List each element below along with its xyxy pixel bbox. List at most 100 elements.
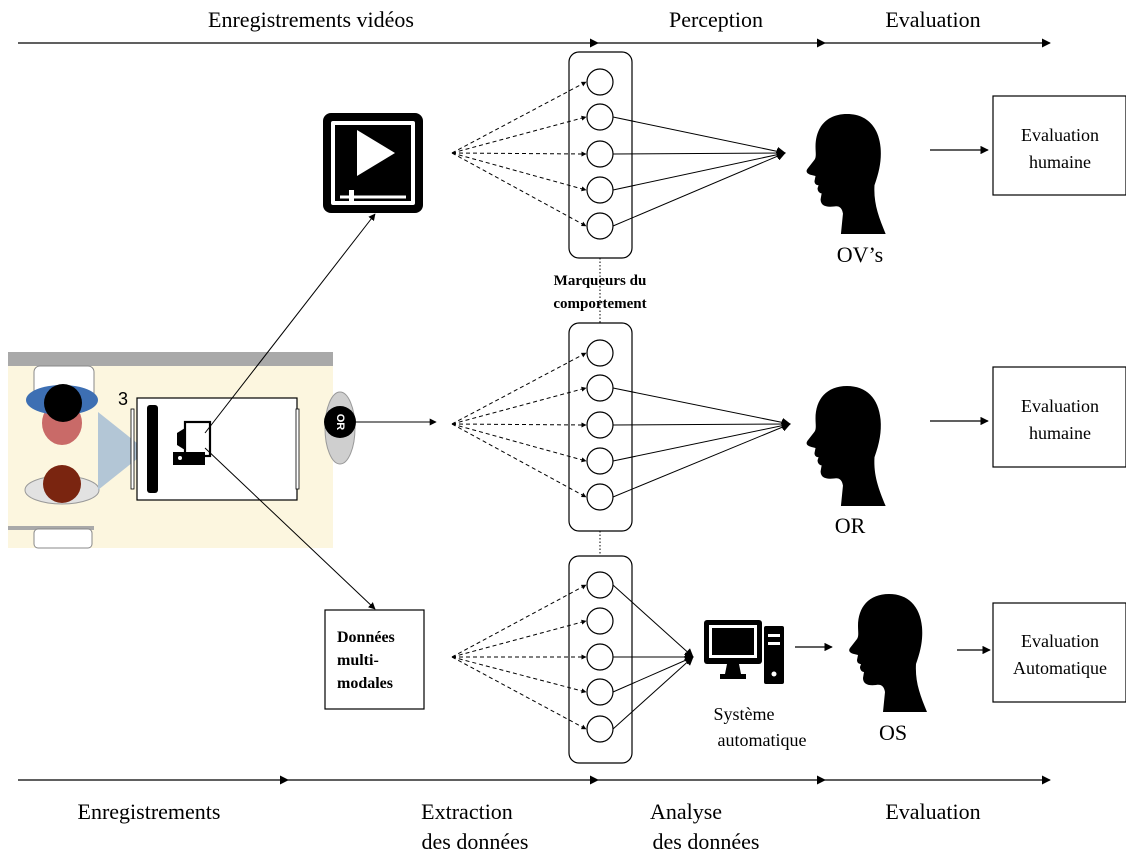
eval-box-human-1-line2: humaine [1029,152,1091,172]
label-extraction-1: Extraction [421,799,513,824]
marker-node [586,715,614,743]
marker-node [586,68,614,96]
dashed-link [451,115,587,154]
marker-node [586,607,614,635]
eval-box-human-2 [992,366,1126,468]
table [136,397,298,501]
marker-node [586,339,614,367]
marker-nodes-2 [586,339,614,511]
video-camera-icon [173,420,212,465]
dashed-fan-2 [451,352,587,498]
dashed-link [451,619,587,658]
marker-node [586,411,614,439]
marker-node [586,103,614,131]
bottom-timeline: Enregistrements Extraction des données A… [18,775,1051,854]
label-evaluation-top: Evaluation [885,7,980,32]
solid-link [612,419,791,429]
row-or: OR Evaluation humaine [451,322,1126,538]
solid-fan-3 [612,584,694,730]
eval-box-auto-line1: Evaluation [1021,631,1099,651]
dashed-link [451,656,587,694]
dashed-link [451,422,587,428]
solid-link [612,656,694,730]
system-label-2: automatique [718,730,807,750]
marker-node [586,678,614,706]
label-evaluation-bottom: Evaluation [885,799,980,824]
solid-link [612,148,786,158]
seat-number: 3 [118,389,128,409]
dashed-link [451,423,587,463]
video-player-icon [323,113,423,213]
markers-label-line2: comportement [553,296,646,312]
tablet-device [147,405,158,493]
markers-label-line1: Marqueurs du [554,273,647,289]
solid-fan-1 [612,116,786,227]
marker-node [586,374,614,402]
human-head-icon-ovs [806,114,886,234]
dashed-link [451,584,587,658]
marker-node [586,483,614,511]
dashed-link [451,152,587,227]
or-badge [324,406,356,438]
human-head-icon-os [849,594,927,712]
recording-scene: 3 OR [8,352,356,549]
solid-link [612,584,694,658]
or-badge-label: OR [334,414,346,431]
label-video-recordings: Enregistrements vidéos [208,7,414,32]
observer-label-os: OS [879,720,907,745]
solid-link [612,116,786,156]
eval-box-human-2-line2: humaine [1029,423,1091,443]
solid-link [612,150,786,191]
solid-link [612,421,791,462]
dashed-link [451,352,587,425]
marker-node [586,140,614,168]
marker-nodes-1 [586,68,614,240]
solid-link [612,422,791,498]
eval-box-auto-line2: Automatique [1013,658,1107,678]
observer-label-or: OR [835,513,866,538]
multimodal-box [324,609,425,710]
arrow-scene-to-video [204,213,376,434]
chair-bottom [33,528,93,549]
multimodal-line1: Données [337,629,395,646]
label-extraction-2: des données [422,829,529,854]
label-recordings: Enregistrements [78,799,221,824]
row-video: OV’s Evaluation humaine [323,51,1126,267]
marker-node [586,571,614,599]
marker-node [586,643,614,671]
system-label-1: Système [714,704,775,724]
human-head-icon-or [806,386,886,506]
camera-field-of-view [98,412,147,490]
dashed-link [451,151,587,157]
arrow-scene-to-multimodal [204,447,376,610]
multimodal-line2: multi- [337,652,379,669]
dashed-link [451,81,587,154]
label-analysis-1: Analyse [650,799,722,824]
dashed-link [451,423,587,498]
multimodal-line3: modales [337,675,393,692]
solid-link [612,656,694,693]
eval-box-auto [992,602,1126,703]
dashed-link [451,152,587,192]
dashed-link [451,656,587,730]
marker-node [586,447,614,475]
label-analysis-2: des données [653,829,760,854]
person-bottom [24,465,100,505]
dashed-fan-1 [451,81,587,227]
dashed-link [451,386,587,425]
label-perception: Perception [669,7,763,32]
observer-label-ovs: OV’s [837,242,883,267]
solid-fan-2 [612,387,791,498]
marker-node [586,176,614,204]
row-os: Données multi- modales Système automatiq… [324,555,1126,764]
dashed-fan-3 [451,584,587,730]
marker-node [586,212,614,240]
eval-box-human-1 [992,95,1126,196]
eval-box-human-2-line1: Evaluation [1021,396,1099,416]
desktop-computer-icon [704,620,784,684]
top-timeline: Enregistrements vidéos Perception Evalua… [18,7,1051,48]
solid-link [612,152,786,227]
person-top [26,384,98,445]
eval-box-human-1-line1: Evaluation [1021,125,1099,145]
